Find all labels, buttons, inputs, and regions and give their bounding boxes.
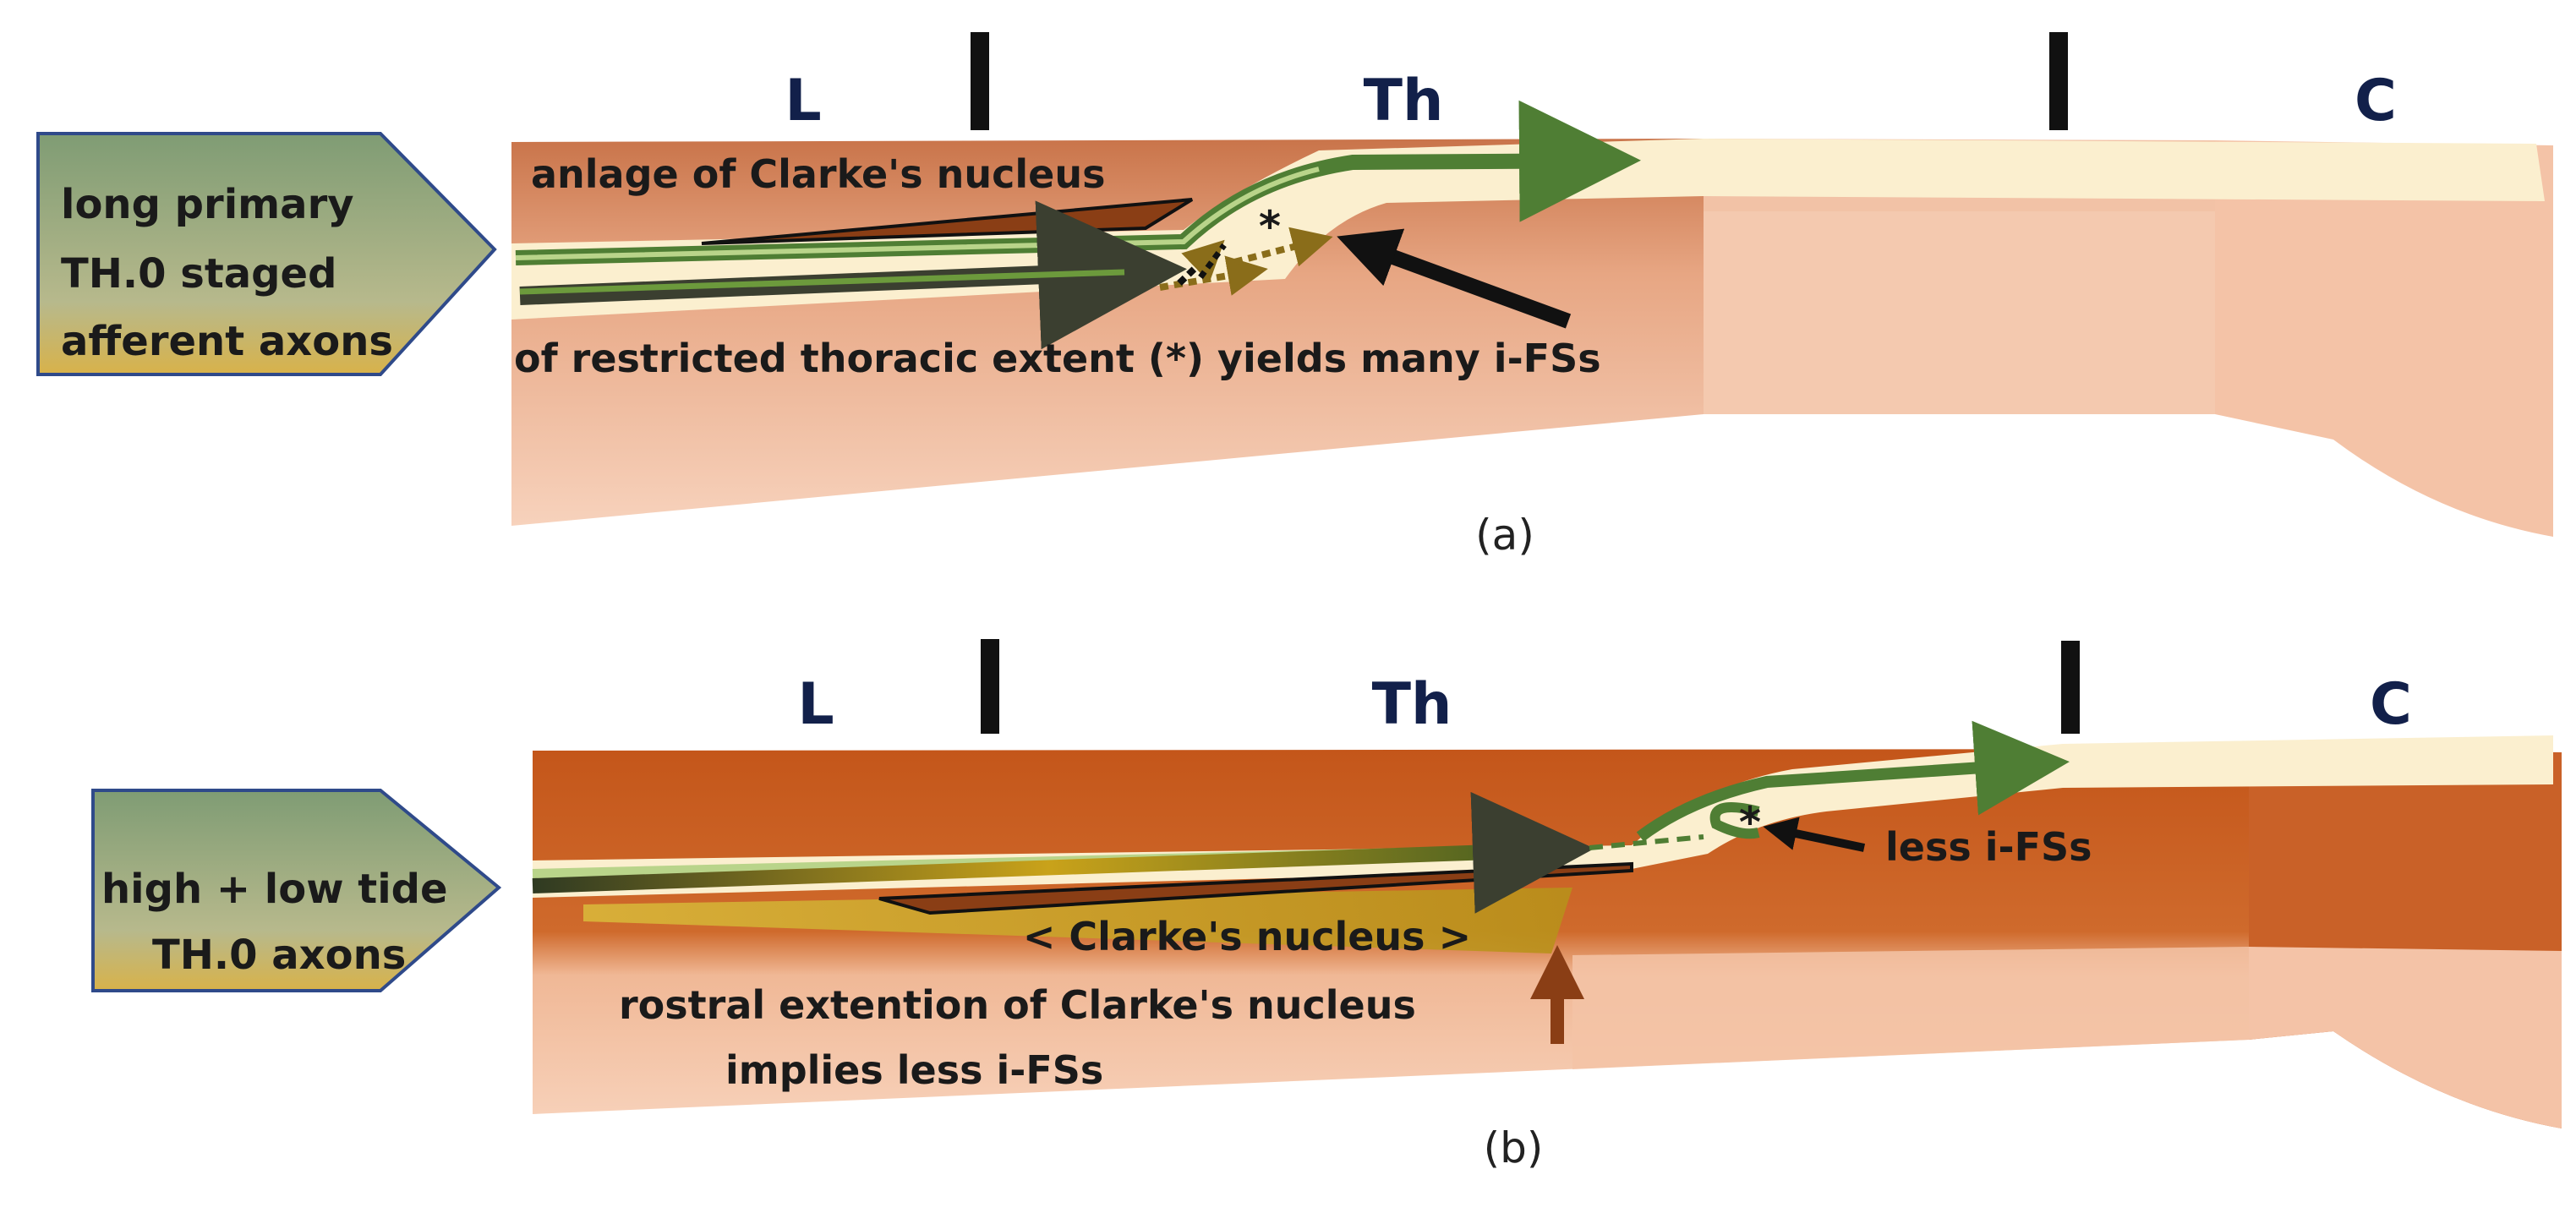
axon-olive-dotted-upper-a [1233, 227, 1333, 267]
clarke-gold-band [583, 888, 1572, 953]
segment-label-lumbar: L [797, 671, 834, 738]
side-tag-a-line-2: TH.0 staged [61, 250, 336, 298]
caption-a: (a) [1475, 511, 1534, 560]
segment-label-cervical: C [2370, 671, 2412, 738]
restricted-extent-label: of restricted thoracic extent (*) yields… [514, 336, 1601, 381]
segment-label-thoracic: Th [1372, 671, 1452, 738]
cord-lower-shade [1704, 211, 2215, 414]
axon-green-lower-a [519, 269, 1125, 295]
segment-boundary-bar [981, 639, 999, 734]
side-tag-a-line-1: long primary [61, 181, 354, 228]
side-tag-b-line-1: high + low tide [101, 866, 448, 913]
axon-gold-b [532, 791, 1594, 914]
clarke-nucleus-label: < Clarke's nucleus > [1023, 914, 1471, 959]
pointer-arrow-a [1337, 228, 1572, 329]
cord-b-lower-cervical [2249, 947, 2562, 1128]
asterisk-a: * [1259, 202, 1281, 251]
segment-boundary-bar [2049, 32, 2068, 130]
caption-b: (b) [1484, 1123, 1544, 1172]
axon-black-dotted-a [1177, 239, 1225, 286]
clarke-nucleus-b [878, 861, 1633, 915]
axon-rostral-green-b [1636, 720, 2070, 842]
anlage-label: anlage of Clarke's nucleus [531, 151, 1106, 197]
segment-label-lumbar: L [785, 68, 821, 134]
spinal-cord-a-cervical [2215, 140, 2553, 537]
side-tag-a-line-3: afferent axons [61, 318, 393, 365]
axon-loop-b [1709, 802, 1760, 839]
segment-boundary-bar [971, 32, 989, 130]
axon-black-dotted-up-a [1198, 243, 1227, 280]
segment-label-thoracic: Th [1364, 68, 1444, 134]
panel-a: L Th C * anlage of Clarke's nucleus of r… [36, 32, 2553, 560]
side-tag-b: high + low tide TH.0 axons [91, 789, 502, 992]
panel-b: L Th C * less i-FSs < Clarke's nucleus >… [91, 639, 2562, 1172]
side-tag-a: long primary TH.0 staged afferent axons [36, 132, 497, 376]
side-tag-b-line-2: TH.0 axons [152, 932, 406, 979]
segment-boundary-bar [2061, 641, 2080, 734]
axon-light-green-a [515, 167, 1320, 260]
rostral-extension-label-2: implies less i-FSs [725, 1047, 1103, 1093]
axon-green-dashed-b [1589, 834, 1704, 850]
asterisk-b: * [1739, 798, 1761, 847]
segment-label-cervical: C [2354, 68, 2397, 134]
pointer-arrow-b [1763, 817, 1866, 852]
cord-b-lower-right [1572, 947, 2249, 1069]
rostral-extension-label-1: rostral extention of Clarke's nucleus [619, 982, 1416, 1028]
less-ifss-label: less i-FSs [1885, 824, 2092, 870]
